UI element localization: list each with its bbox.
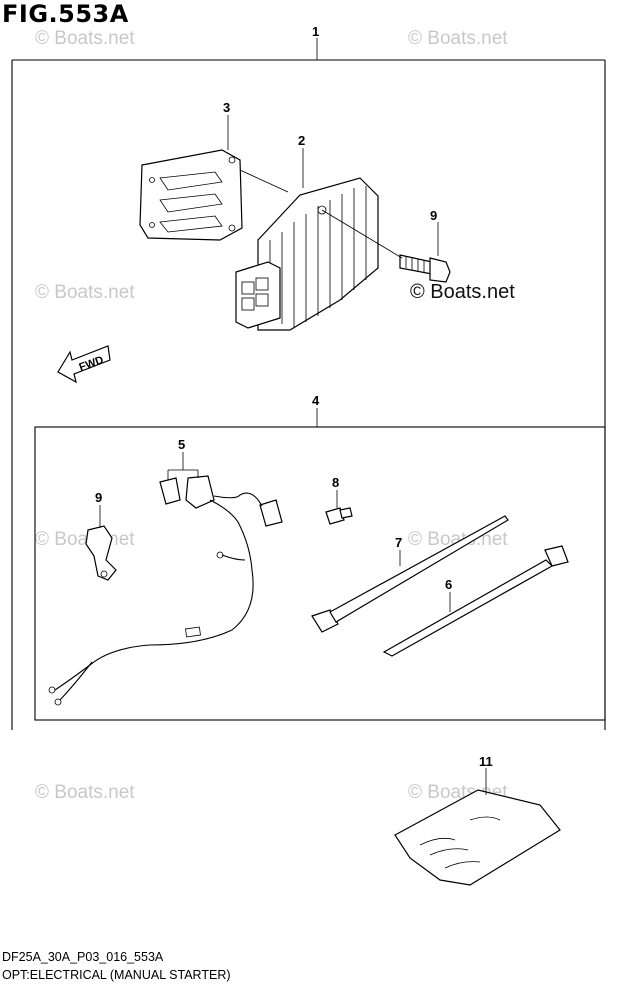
harness-kit-frame bbox=[34, 426, 606, 721]
rectifier-regulator-2 bbox=[235, 177, 379, 331]
cable-tie-6 bbox=[382, 545, 569, 657]
watermark: © Boats.net bbox=[410, 281, 515, 303]
callout-10: 9 bbox=[430, 208, 437, 223]
parts-bag-11 bbox=[394, 789, 561, 886]
wire-harness-5 bbox=[48, 475, 283, 706]
bracket-3 bbox=[139, 149, 243, 241]
watermark: © Boats.net bbox=[35, 282, 135, 303]
callout-1: 1 bbox=[312, 24, 319, 39]
callout-3: 3 bbox=[223, 100, 230, 115]
callout-6: 6 bbox=[445, 577, 452, 592]
callout-8: 8 bbox=[332, 475, 339, 490]
figure-code: DF25A_30A_P03_016_553A bbox=[2, 950, 164, 964]
watermark: © Boats.net bbox=[35, 782, 135, 803]
cable-tie-7 bbox=[311, 515, 509, 633]
watermark-group: © Boats.net © Boats.net © Boats.net © Bo… bbox=[35, 28, 515, 803]
callout-9: 9 bbox=[95, 490, 102, 505]
callout-11: 11 bbox=[479, 754, 493, 769]
callout-5: 5 bbox=[178, 437, 185, 452]
assembly-line bbox=[239, 169, 289, 193]
bolt-10 bbox=[399, 254, 451, 283]
figure-caption: OPT:ELECTRICAL (MANUAL STARTER) bbox=[2, 968, 231, 982]
assembly-line bbox=[321, 209, 403, 259]
callout-4: 4 bbox=[312, 393, 320, 408]
bolt-8 bbox=[325, 507, 353, 525]
callout-2: 2 bbox=[298, 133, 305, 148]
clamp-9 bbox=[85, 525, 117, 581]
watermark: © Boats.net bbox=[35, 28, 135, 49]
figure-title: FIG.553A bbox=[2, 0, 129, 28]
fwd-arrow: FWD bbox=[57, 345, 111, 384]
callout-7: 7 bbox=[395, 535, 402, 550]
watermark: © Boats.net bbox=[35, 529, 135, 550]
watermark: © Boats.net bbox=[408, 28, 508, 49]
